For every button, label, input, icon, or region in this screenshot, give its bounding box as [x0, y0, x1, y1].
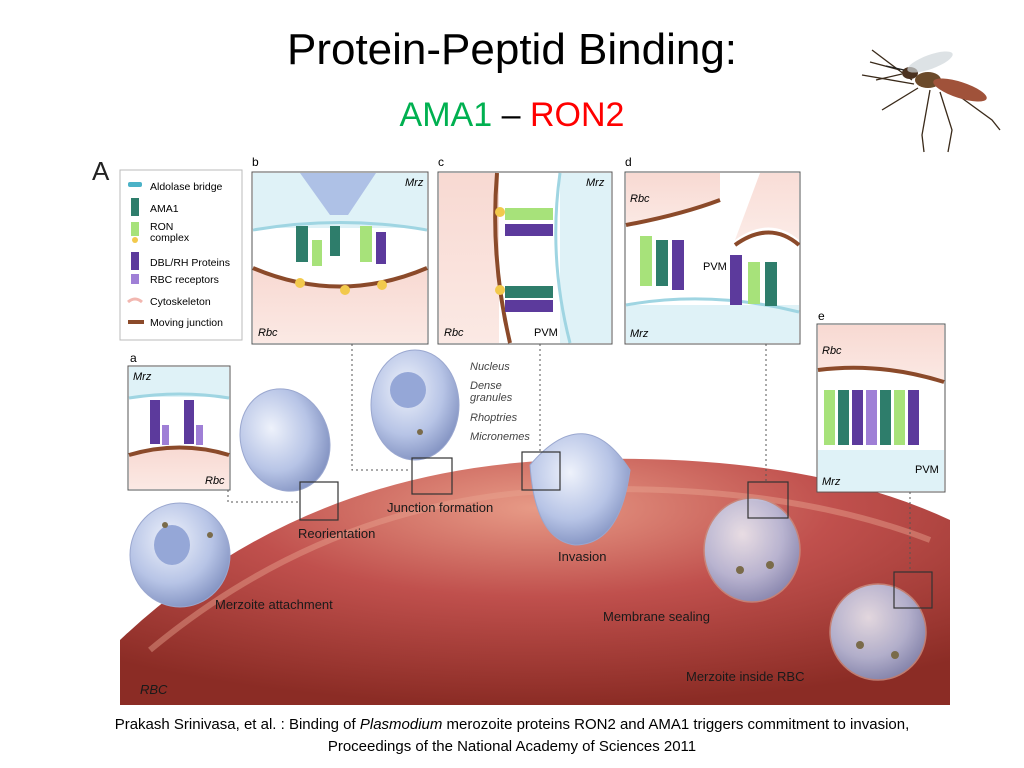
subtitle-ama1: AMA1 [399, 96, 493, 134]
label-dense: Dense [470, 380, 502, 392]
svg-text:e: e [818, 309, 825, 323]
panel-c: c Mrz Rbc PVM [437, 155, 613, 345]
svg-text:PVM: PVM [703, 261, 727, 273]
slide-title: Protein-Peptid Binding: [286, 25, 738, 74]
cytoskeleton-icon [127, 297, 143, 304]
svg-text:Rbc: Rbc [630, 193, 650, 205]
legend-aldolase: Aldolase bridge [150, 181, 223, 193]
rbc-receptor-icon [131, 274, 139, 284]
svg-text:Mrz: Mrz [822, 476, 841, 488]
rbc-label: RBC [140, 682, 168, 697]
stage-invasion: Invasion [558, 549, 606, 564]
subtitle-ron2: RON2 [529, 96, 625, 134]
svg-text:Mrz: Mrz [630, 328, 649, 340]
svg-text:Rbc: Rbc [258, 327, 278, 339]
stage-labels: Reorientation Junction formation Invasio… [215, 500, 805, 684]
panel-e: e Rbc Mrz PVM [816, 309, 946, 493]
legend-ron: RON [150, 221, 173, 233]
legend-cytoskeleton: Cytoskeleton [150, 296, 211, 308]
panel-a: a Mrz Rbc [127, 351, 231, 491]
citation-caption: Prakash Srinivasa, et al. : Binding of P… [114, 716, 910, 755]
legend-junction: Moving junction [150, 317, 223, 329]
panel-b: b Mrz Rbc [251, 155, 429, 345]
label-granules: granules [470, 392, 513, 404]
legend-dbl: DBL/RH Proteins [150, 257, 230, 269]
stage-inside-rbc: Merzoite inside RBC [686, 669, 805, 684]
dbl-icon [131, 252, 139, 270]
organelle-labels: Nucleus Dense granules Rhoptries Microne… [470, 361, 530, 443]
stage-sealing: Membrane sealing [603, 609, 710, 624]
svg-text:a: a [130, 351, 137, 365]
ron-icon [131, 222, 139, 236]
legend-receptors: RBC receptors [150, 274, 219, 286]
label-micronemes: Micronemes [470, 431, 530, 443]
merozoites [129, 349, 927, 681]
panel-d: d Rbc Mrz PVM [624, 155, 801, 345]
slide-subtitle: AMA1 – RON2 [0, 98, 1024, 132]
ama1-icon [131, 198, 139, 216]
svg-text:Mrz: Mrz [133, 371, 152, 383]
svg-text:Mrz: Mrz [586, 177, 605, 189]
label-rhoptries: Rhoptries [470, 412, 518, 424]
legend-complex: complex [150, 232, 190, 244]
svg-text:Mrz: Mrz [405, 177, 424, 189]
inset-boxes [299, 451, 933, 609]
svg-text:c: c [438, 155, 444, 169]
svg-text:Rbc: Rbc [822, 345, 842, 357]
label-nucleus: Nucleus [470, 361, 510, 373]
subtitle-dash: – [501, 96, 521, 134]
svg-text:b: b [252, 155, 259, 169]
mosquito-illustration [861, 49, 1001, 153]
panel-letter-a-main: A [92, 156, 110, 186]
connector-lines [227, 344, 911, 572]
svg-text:Rbc: Rbc [444, 327, 464, 339]
legend-box: Aldolase bridge AMA1 RON complex DBL/RH … [119, 169, 243, 341]
legend-ama1: AMA1 [150, 203, 179, 215]
stage-attachment: Merzoite attachment [215, 597, 333, 612]
junction-icon [128, 320, 144, 324]
aldolase-icon [128, 182, 142, 187]
stage-junction: Junction formation [387, 500, 493, 515]
svg-text:PVM: PVM [534, 327, 558, 339]
stage-reorientation: Reorientation [298, 526, 375, 541]
svg-text:PVM: PVM [915, 464, 939, 476]
svg-text:d: d [625, 155, 632, 169]
svg-text:Rbc: Rbc [205, 475, 225, 487]
